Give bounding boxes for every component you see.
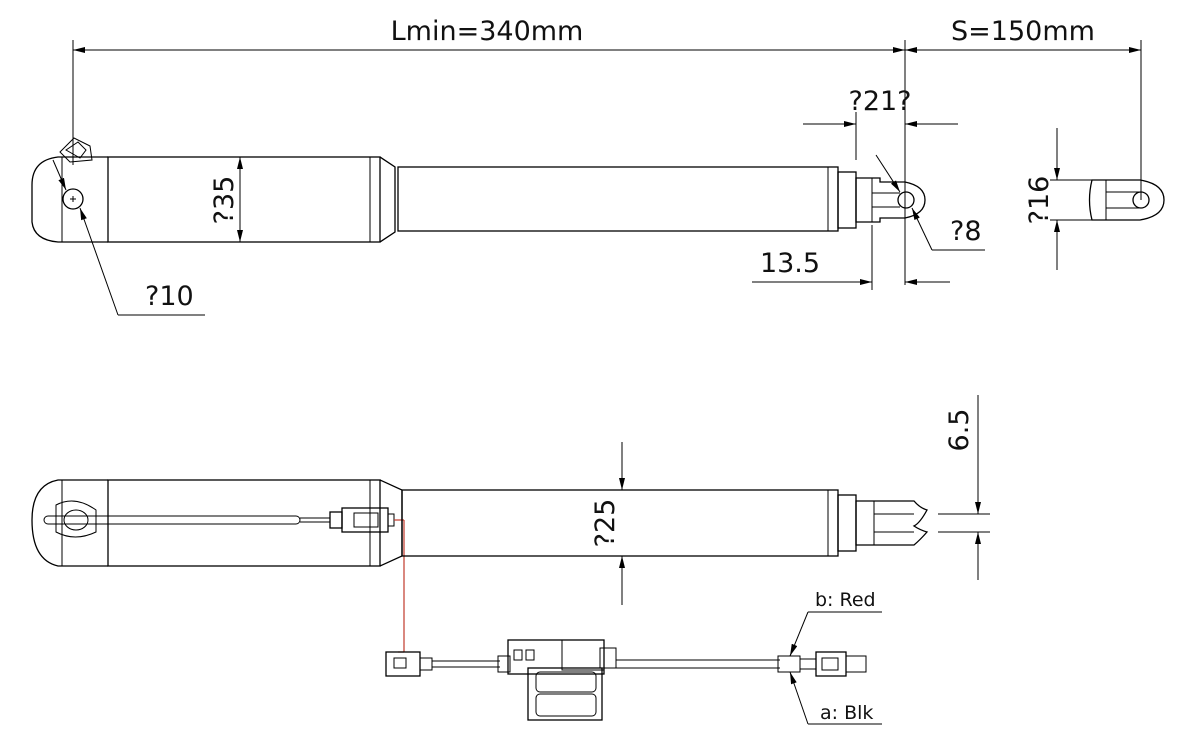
wire-b-label: b: Red [815,589,876,611]
rod-end-width-label: ?21? [848,86,911,117]
front-mount-hole [897,191,915,209]
tube-dia-label: ?25 [590,499,621,548]
top-view: Lmin=340mm S=150mm ?10 ?35 [31,16,1165,316]
motor-body-bottom [107,479,381,567]
stroke-dimension: S=150mm [905,16,1142,200]
front-hole-label: ?8 [950,216,982,247]
wire-a-label: a: Blk [820,702,873,724]
rear-end-cap [31,156,108,243]
stroke-label: S=150mm [951,16,1095,47]
clevis-side-view: ?16 [1024,128,1165,270]
connector-right [815,651,847,677]
body-dia-label: ?35 [209,176,240,225]
rear-mount-hole [62,188,84,210]
front-rod-end [855,177,926,223]
rod-end-offset-label: 13.5 [760,248,820,279]
limit-switch-body [527,667,603,721]
lmin-label: Lmin=340mm [391,16,584,47]
clevis-dia-label: ?16 [1024,176,1055,225]
bottom-view: ?25 6.5 [31,395,990,725]
connector-left [385,651,421,677]
motor-body [107,156,381,243]
outer-tube [397,166,839,232]
lmin-dimension: Lmin=340mm [72,16,906,285]
rear-hole-label: ?10 [145,281,194,312]
slot-width-label: 6.5 [944,409,975,452]
wiring-harness: b: Red a: Blk [385,589,882,725]
